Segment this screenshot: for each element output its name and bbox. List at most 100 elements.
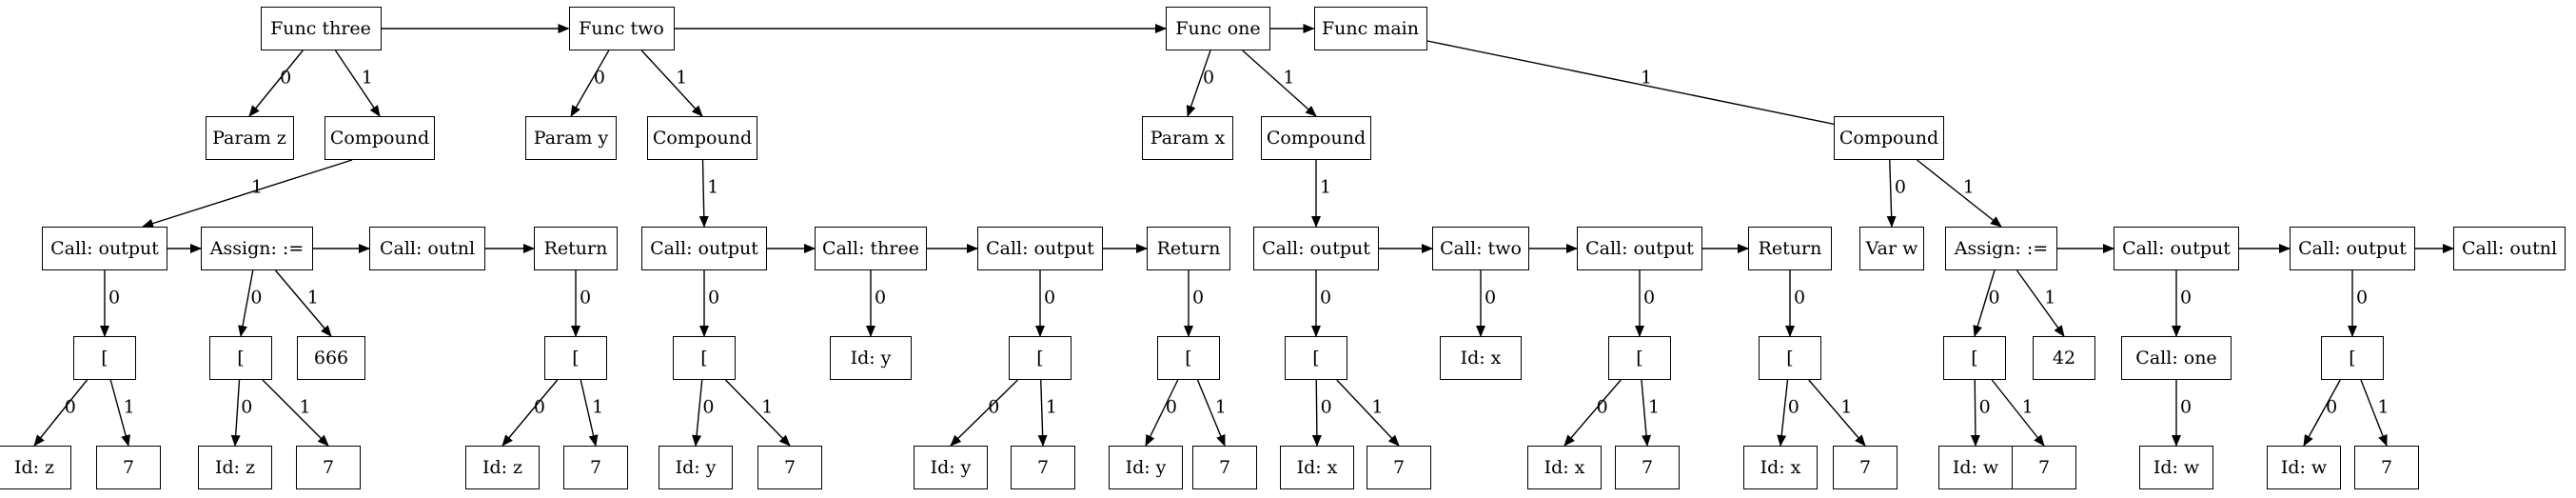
node-vw: Var w [1859,227,1924,270]
node-param-z: Param z [205,116,294,160]
edge-label: 0 [1642,287,1656,308]
edge-b10-to-l10b [1991,379,2045,447]
edge-label: 1 [306,287,319,308]
edge-a1-to-n666 [274,269,332,337]
edge-label: 1 [1283,67,1295,88]
node-comp-main: Compound [1834,116,1944,160]
node-cn1: Call: outnl [369,227,485,270]
node-b2: [ [209,336,272,380]
edge-label: 0 [1988,287,2000,308]
edge-label: 0 [593,67,605,88]
edge-label: 1 [2021,396,2034,417]
node-idw-one: Id: w [2139,446,2213,489]
edge-label: 0 [1894,176,1906,198]
edge-b2-to-l2b [262,379,329,447]
edge-label: 0 [1202,67,1215,88]
node-func-two: Func two [568,7,675,50]
node-b4: [ [673,336,736,380]
node-func-main: Func main [1313,7,1427,50]
node-b1: [ [73,336,136,380]
node-idy-t: Id: y [830,336,912,380]
node-b3: [ [544,336,607,380]
node-l1b: 7 [96,446,161,489]
node-l3b: 7 [563,446,628,489]
node-c1: Call: output [42,227,167,270]
node-l5b: 7 [1011,446,1075,489]
edge-label: 1 [592,396,604,417]
node-c6: Call: output [2114,227,2239,270]
edge-func-one-to-comp-one [1242,50,1317,117]
edge-func-two-to-param-y [570,50,610,117]
node-r1: Return [534,227,618,270]
node-b6: [ [1157,336,1220,380]
edge-b9-to-l9b [1808,379,1866,447]
node-l9b: 7 [1833,446,1898,489]
edge-comp-main-to-vw [1886,159,1897,228]
node-r2: Return [1147,227,1230,270]
node-l4b: 7 [757,446,822,489]
node-r3: Return [1748,227,1832,270]
node-ctwo: Call: two [1432,227,1529,270]
node-c5: Call: output [1577,227,1702,270]
node-c4: Call: output [1253,227,1379,270]
edge-label: 1 [1647,396,1661,417]
node-c7: Call: output [2290,227,2415,270]
edge-label: 0 [1320,396,1332,417]
edge-func-two-to-comp-two [640,50,703,117]
node-comp-one: Compound [1261,116,1371,160]
edge-label: 0 [1043,287,1056,308]
node-l11b: 7 [2354,446,2419,489]
edge-b2-to-l2a [230,379,241,447]
node-a1: Assign: := [201,227,313,270]
edge-label: 1 [2044,287,2056,308]
node-func-three: Func three [260,7,382,50]
node-l2a: Id: z [198,446,272,489]
edge-label: 1 [676,67,688,88]
node-comp-two: Compound [647,116,757,160]
node-b8: [ [1608,336,1671,380]
edge-label: 0 [533,396,545,417]
node-l8a: Id: x [1527,446,1602,489]
edge-b3-to-l3a [501,379,559,447]
node-b10: [ [1943,336,2006,380]
node-l6a: Id: y [1109,446,1183,489]
edge-label: 0 [2326,396,2338,417]
edge-label: 1 [2377,396,2389,417]
edge-b11-to-l11b [2360,379,2388,447]
edge-label: 0 [241,396,253,417]
edge-label: 0 [1484,287,1497,308]
edge-func-main-to-comp-main [1426,40,1847,129]
node-ct: Call: three [815,227,927,270]
edge-label: 1 [299,396,311,417]
node-b5: [ [1009,336,1072,380]
edge-label: 0 [1978,396,1991,417]
edge-func-one-to-param-x [1186,50,1211,117]
edge-b7-to-l7b [1336,379,1400,447]
edge-label: 0 [64,396,76,417]
node-b11: [ [2321,336,2384,380]
edge-b1-to-l1a [33,379,88,447]
edge-label: 1 [361,67,373,88]
edge-b8-to-l8b [1641,379,1652,447]
node-comp-three: Compound [324,116,435,160]
edge-label: 1 [761,396,774,417]
edge-label: 0 [579,287,592,308]
edge-b4-to-l4a [692,379,703,447]
edge-func-three-to-comp-three [334,50,381,117]
edge-label: 0 [874,287,887,308]
node-l6b: 7 [1192,446,1257,489]
edge-label: 1 [1840,396,1853,417]
node-l9a: Id: x [1743,446,1818,489]
edge-label: 1 [1371,396,1384,417]
node-l8b: 7 [1615,446,1680,489]
node-l3a: Id: z [465,446,540,489]
node-a2: Assign: := [1945,227,2057,270]
edge-label: 0 [1787,396,1799,417]
edge-label: 0 [280,67,292,88]
edge-comp-main-to-a2 [1917,159,2002,228]
edge-label: 0 [988,396,1000,417]
node-idx-two: Id: x [1440,336,1522,380]
edge-a2-to-n42 [2016,269,2065,337]
edge-label: 0 [1319,287,1332,308]
